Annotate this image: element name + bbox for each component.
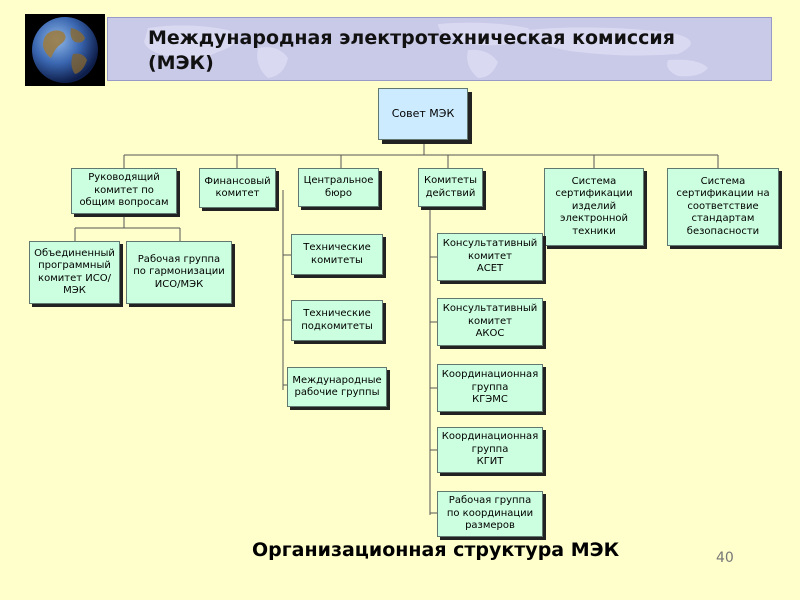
title-banner xyxy=(107,17,772,81)
globe-icon xyxy=(25,14,105,86)
page-title: Международная электротехническая комисси… xyxy=(148,27,675,74)
akos-committee-box: Консультативный комитет АКОС xyxy=(437,298,543,346)
council-box: Совет МЭК xyxy=(378,88,468,140)
page-number: 40 xyxy=(716,550,734,566)
joint-program-committee-box: Объединенный программный комитет ИСО/ МЭ… xyxy=(29,241,120,304)
kgit-group-box: Координационная группа КГИТ xyxy=(437,427,543,473)
technical-subcommittees-box: Технические подкомитеты xyxy=(291,300,383,341)
action-committees-box: Комитеты действий xyxy=(418,168,483,207)
kgems-group-box: Координационная группа КГЭМС xyxy=(437,364,543,412)
diagram-caption: Организационная структура МЭК xyxy=(252,539,620,561)
electronics-certification-box: Система сертификации изделий электронной… xyxy=(544,168,644,246)
harmonization-group-box: Рабочая группа по гармонизации ИСО/МЭК xyxy=(126,241,232,304)
safety-certification-box: Система сертификации на соответствие ста… xyxy=(667,168,779,246)
steering-committee-box: Руководящий комитет по общим вопросам xyxy=(71,168,177,214)
international-working-groups-box: Международные рабочие группы xyxy=(287,367,387,407)
dimension-coordination-group-box: Рабочая группа по координации размеров xyxy=(437,491,543,537)
central-bureau-box: Центральное бюро xyxy=(298,168,379,207)
finance-committee-box: Финансовый комитет xyxy=(199,168,276,208)
technical-committees-box: Технические комитеты xyxy=(291,234,383,275)
acet-committee-box: Консультативный комитет АСЕТ xyxy=(437,233,543,281)
